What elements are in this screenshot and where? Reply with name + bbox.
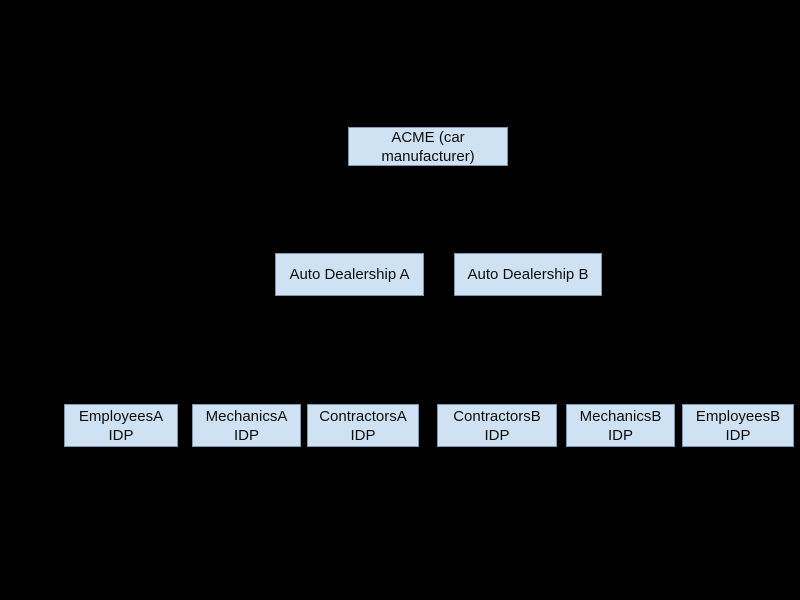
node-label-line: ACME (car [391,128,465,146]
node-label-line: MechanicsB [579,407,662,425]
node-label-line: MechanicsA [205,407,288,425]
node-acme: ACME (car manufacturer) [348,127,508,166]
node-auto-dealership-b: Auto Dealership B [454,253,602,296]
node-label-line: IDP [108,426,134,444]
node-label-line: IDP [725,426,751,444]
node-employees-b-idp: EmployeesB IDP [682,404,794,447]
node-label-line: Auto Dealership A [289,266,410,283]
node-label-line: ContractorsB [453,407,541,425]
node-label-line: IDP [484,426,510,444]
node-label-line: Auto Dealership B [467,266,589,283]
node-contractors-b-idp: ContractorsB IDP [437,404,557,447]
node-label-line: manufacturer) [381,147,475,165]
node-mechanics-a-idp: MechanicsA IDP [192,404,301,447]
node-label-line: IDP [350,426,376,444]
node-contractors-a-idp: ContractorsA IDP [307,404,419,447]
node-label-line: IDP [607,426,633,444]
node-auto-dealership-a: Auto Dealership A [275,253,424,296]
node-mechanics-b-idp: MechanicsB IDP [566,404,675,447]
node-label-line: ContractorsA [319,407,407,425]
node-label-line: EmployeesB [695,407,781,425]
node-label-line: EmployeesA [78,407,164,425]
node-employees-a-idp: EmployeesA IDP [64,404,178,447]
node-label-line: IDP [233,426,259,444]
